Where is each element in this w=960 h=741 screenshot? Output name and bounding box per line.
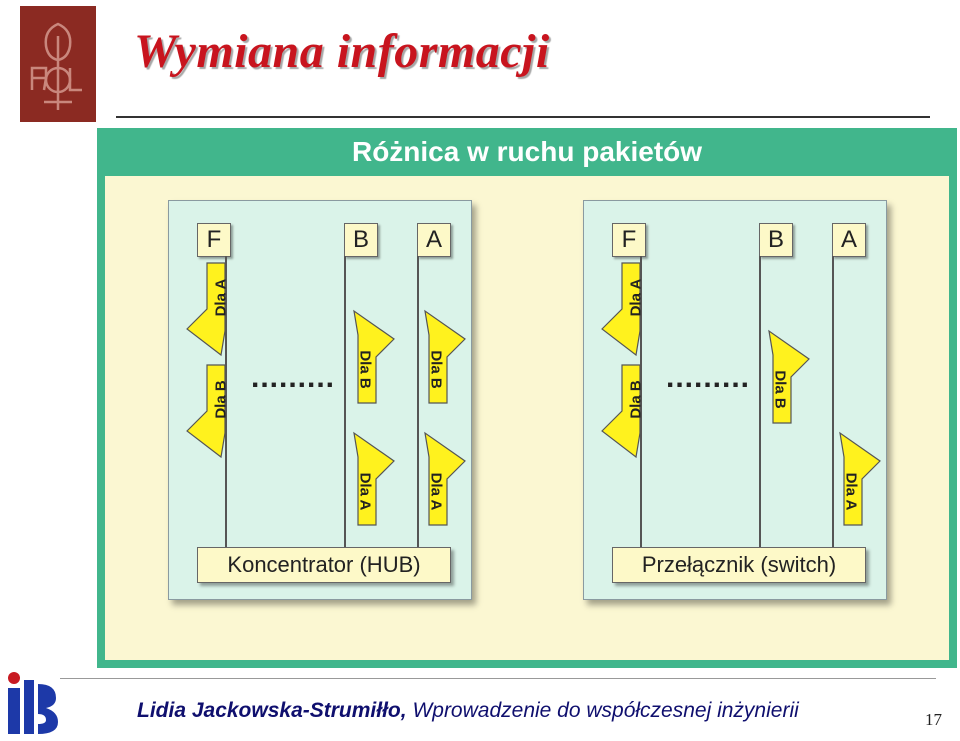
lightning-packet-icon (601, 364, 641, 459)
hub-panel: F B A ......... Dla A Dla B Dla B Dla A (168, 200, 472, 600)
figure-title: Różnica w ruchu pakietów (351, 136, 703, 167)
station-f-box: F (612, 223, 646, 257)
switch-panel: F B A ......... Dla A Dla B Dla B Dla A (583, 200, 887, 600)
more-stations-dots: ......... (666, 361, 751, 394)
page-number: 17 (925, 710, 942, 729)
lightning-packet-icon (839, 431, 881, 526)
switch-device-box: Przełącznik (switch) (612, 547, 866, 583)
footer-author: Lidia Jackowska-Strumiłło, (137, 699, 407, 722)
footer-credit: Lidia Jackowska-Strumiłło, Wprowadzenie … (137, 699, 799, 723)
station-f-wire (225, 256, 227, 548)
station-b-box: B (759, 223, 793, 257)
figure-canvas: F B A ......... Dla A Dla B Dla B Dla A (105, 176, 949, 660)
station-b-box: B (344, 223, 378, 257)
packet-label: Dla B (771, 370, 789, 409)
packet-label: Dla A (427, 472, 445, 511)
lightning-packet-icon (601, 262, 641, 357)
iis-logo-icon (8, 672, 58, 734)
lightning-packet-icon (768, 329, 810, 424)
slide-title: Wymiana informacji (134, 25, 550, 78)
packet-label: Dla A (212, 278, 230, 317)
packet-label: Dla B (627, 380, 645, 419)
packet-label: Dla A (842, 472, 860, 511)
lightning-packet-icon (186, 364, 226, 459)
station-a-wire (832, 256, 834, 548)
iis-logo (2, 670, 60, 736)
lightning-packet-icon (186, 262, 226, 357)
lightning-packet-icon (424, 431, 466, 526)
station-f-wire (640, 256, 642, 548)
packet-label: Dla A (356, 472, 374, 511)
packet-traffic-figure: Różnica w ruchu pakietów F B A .........… (97, 128, 957, 668)
lightning-packet-icon (353, 431, 395, 526)
university-crest-logo (20, 6, 96, 122)
station-a-wire (417, 256, 419, 548)
packet-label: Dla B (356, 350, 374, 389)
footer-course: Wprowadzenie do współczesnej inżynierii (412, 699, 799, 722)
more-stations-dots: ......... (251, 361, 336, 394)
packet-label: Dla B (212, 380, 230, 419)
station-b-wire (344, 256, 346, 548)
lightning-packet-icon (424, 309, 466, 404)
university-crest-icon (30, 22, 82, 110)
station-a-box: A (832, 223, 866, 257)
hub-device-box: Koncentrator (HUB) (197, 547, 451, 583)
footer-divider (60, 678, 936, 679)
station-a-box: A (417, 223, 451, 257)
station-b-wire (759, 256, 761, 548)
packet-label: Dla A (627, 278, 645, 317)
title-divider (116, 116, 930, 118)
lightning-packet-icon (353, 309, 395, 404)
station-f-box: F (197, 223, 231, 257)
packet-label: Dla B (427, 350, 445, 389)
